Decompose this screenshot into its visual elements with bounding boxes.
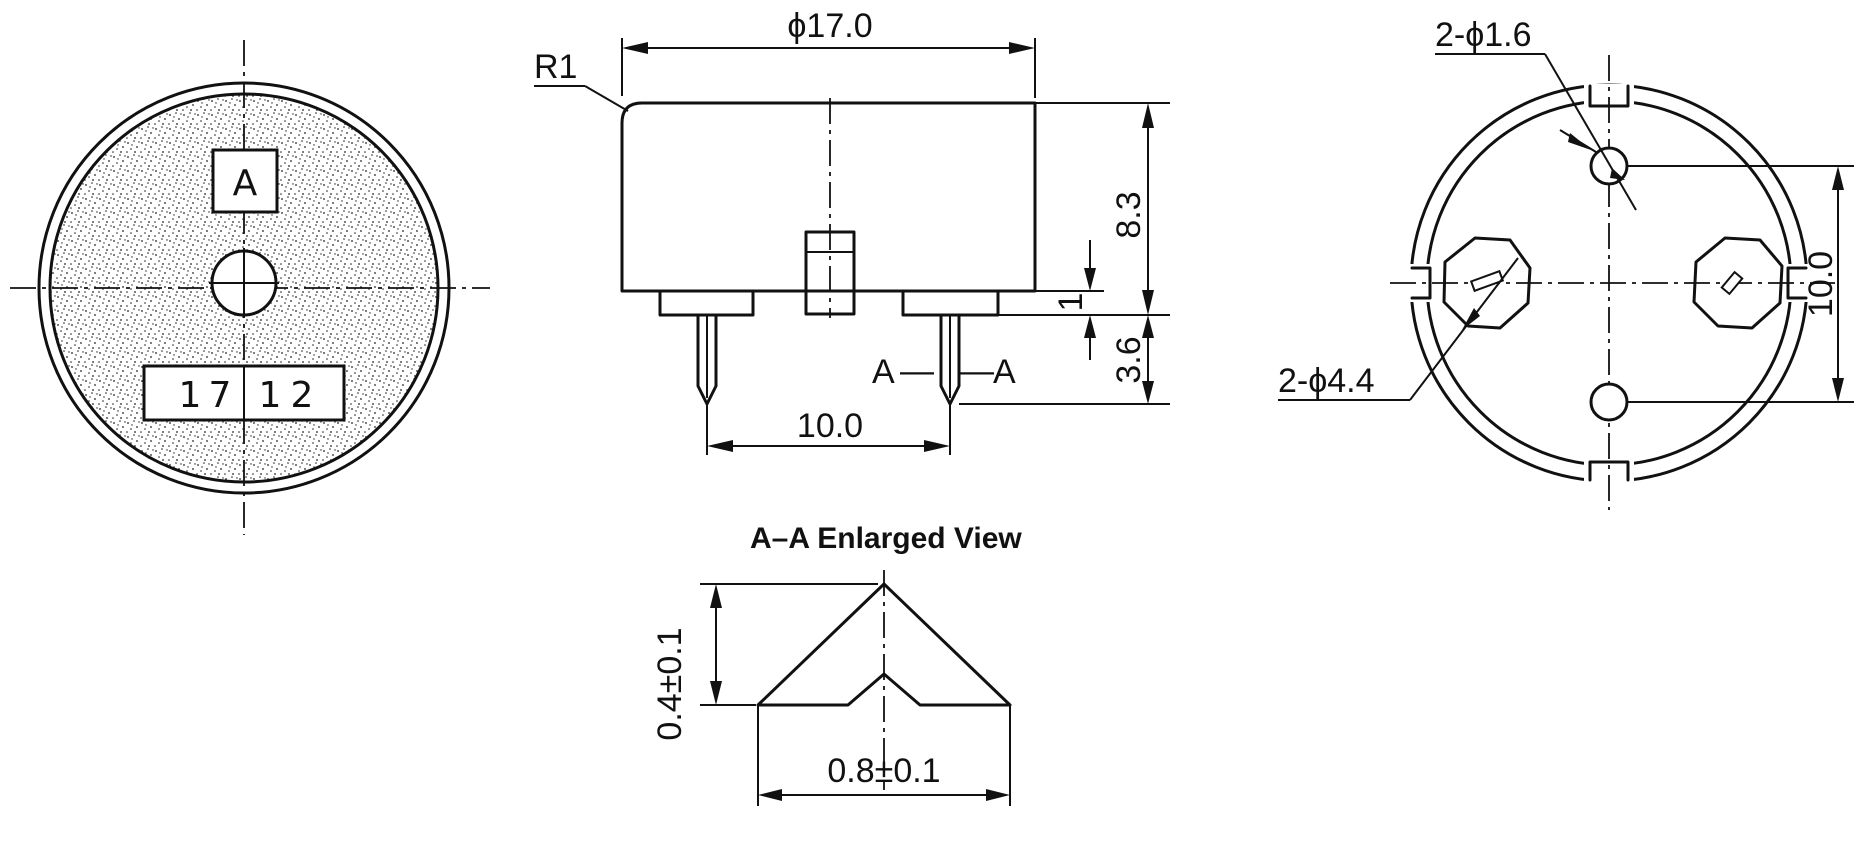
dim-pin-arrow-bottom [1142,381,1154,404]
dim-detail-width-label: 0.8±0.1 [827,752,940,790]
date-code-digit-4: 2 [291,375,314,416]
dim-dia-arrow-left [622,42,648,54]
date-code-digit-3: 1 [259,375,282,416]
dim-height-label: 8.3 [1110,191,1148,238]
dim-small-hole-arrow-b [1610,168,1625,180]
dim-radius-label: R1 [534,48,577,86]
marking-box [211,148,279,214]
bottom-pad-left-lead [1469,269,1505,293]
dim-diameter-label: ϕ17.0 [787,7,872,45]
dim-pitch-label: 10.0 [797,407,863,445]
dim-small-hole-leader [1544,53,1637,211]
marking-letter: A [233,163,258,204]
dim-standoff-arrow-top [1084,268,1096,291]
section-dash-right: — [960,352,994,390]
dim-height-arrow-bottom [1142,290,1154,315]
dim-pin-length-label: 3.6 [1110,336,1148,383]
section-label-right: A [993,353,1016,391]
dim-large-pad-leader [1409,257,1519,401]
dim-pitch-arrow-left [707,440,733,452]
side-standoff-left [658,289,755,317]
dim-spacing-arrow-top [1832,166,1844,190]
dim-spacing-label: 10.0 [1802,251,1840,317]
bottom-hole-bottom [1589,382,1629,422]
dim-standoff-label: 1 [1052,293,1090,312]
dim-detail-height-arrow-bottom [710,681,722,705]
dim-pitch-arrow-right [924,440,950,452]
side-standoff-right [901,289,1000,317]
section-label-left: A [872,353,895,391]
dim-large-pad-label: 2-ϕ4.4 [1278,362,1375,400]
bottom-view: 2-ϕ1.6 2-ϕ4.4 10.0 [1278,16,1854,510]
bottom-pad-left [1442,236,1532,330]
dim-standoff-arrow-bottom [1084,315,1096,338]
dim-dia-arrow-right [1009,42,1035,54]
dim-detail-width-arrow-right [986,789,1010,801]
dim-pin-arrow-top [1142,315,1154,338]
side-view: ϕ17.0 R1 8.3 1 3.6 10.0 A — — A [534,7,1170,455]
dim-detail-width-arrow-left [758,789,782,801]
date-code-digit-2: 7 [209,375,232,416]
dim-detail-height-arrow-top [710,584,722,608]
bottom-slot-bottom-outline [1588,460,1630,482]
dim-small-hole-arrow-a [1568,133,1591,150]
dim-detail-height-label: 0.4±0.1 [651,627,689,740]
detail-view: A–A Enlarged View 0.4±0.1 0.8±0.1 [651,522,1022,806]
side-center-key [804,230,856,316]
bottom-pad-right [1692,236,1784,330]
dim-spacing-arrow-bottom [1832,378,1844,402]
detail-title: A–A Enlarged View [750,522,1022,555]
side-body [620,101,1037,293]
section-dash-left: — [900,352,934,390]
dim-radius-leader [584,85,629,112]
dim-large-pad-arrow [1462,308,1480,330]
front-view: A 1 7 1 2 [10,40,490,535]
bottom-pad-right-lead [1720,270,1744,296]
date-code-digit-1: 1 [179,375,202,416]
bottom-slot-left-outline [1410,266,1432,300]
dim-small-hole-label: 2-ϕ1.6 [1435,16,1532,54]
dim-height-arrow-top [1142,103,1154,128]
